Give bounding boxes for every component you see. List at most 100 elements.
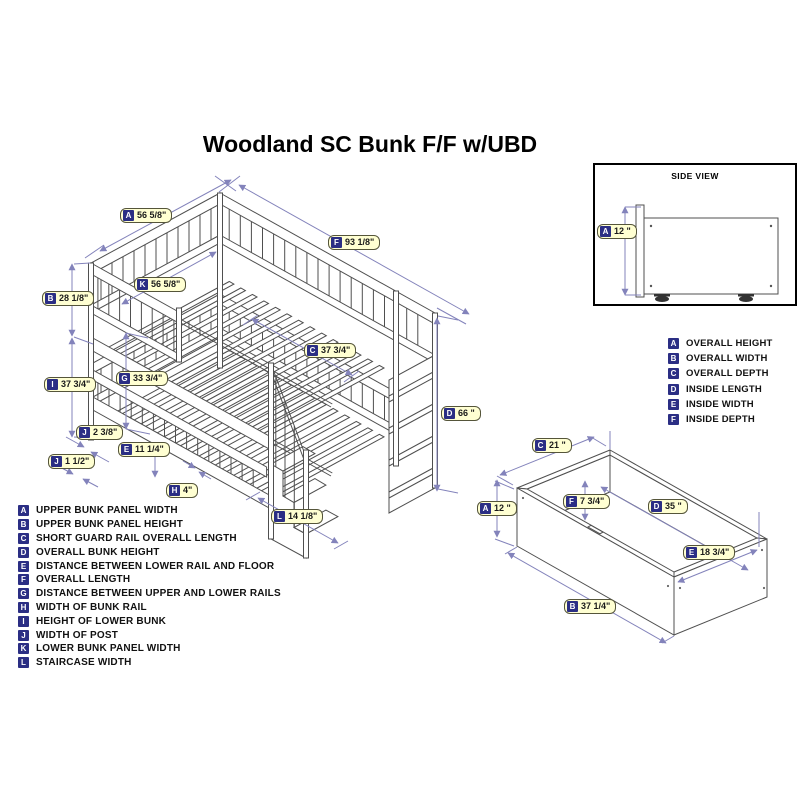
dim-letter-badge: E (121, 444, 132, 455)
dim-letter-badge: F (331, 237, 342, 248)
legend-letter-badge: A (668, 338, 679, 350)
dim-value: 21 " (549, 440, 566, 450)
sideview-drawer-body (643, 217, 779, 295)
dim-value: 35 " (665, 501, 682, 511)
legend-row: L STAIRCASE WIDTH (18, 656, 281, 670)
dim-letter-badge: J (79, 427, 90, 438)
legend-letter-badge: C (18, 532, 29, 544)
legend-label: HEIGHT OF LOWER BUNK (36, 615, 167, 627)
dim-letter-badge: C (307, 345, 318, 356)
short-guard-end-post (176, 307, 182, 363)
legend-label: WIDTH OF BUNK RAIL (36, 601, 147, 613)
legend-row: B OVERALL WIDTH (668, 351, 773, 366)
side-view-title: SIDE VIEW (671, 171, 719, 181)
dim-value: 12 " (614, 226, 631, 236)
bed-dim-label-E-rail-to-floor: E 11 1/4" (118, 442, 170, 457)
sideview-screws (649, 224, 773, 288)
lower-front-guard-balusters (97, 382, 254, 487)
legend-row: C SHORT GUARD RAIL OVERALL LENGTH (18, 532, 281, 546)
legend-letter-badge: I (18, 615, 29, 627)
legend-row: D OVERALL BUNK HEIGHT (18, 545, 281, 559)
page-title: Woodland SC Bunk F/F w/UBD (202, 131, 538, 157)
stair-handrail-stringer (270, 363, 307, 466)
legend-letter-badge: C (668, 368, 679, 380)
drawer-dim-label-A-overall-height: A 12 " (477, 501, 517, 516)
dim-value: 2 3/8" (93, 427, 118, 437)
side-view-box: SIDE VIEW (593, 163, 797, 306)
short-guard-rail-balusters (97, 277, 175, 352)
legend-label: WIDTH OF POST (36, 629, 119, 641)
legend-letter-badge: D (668, 383, 679, 395)
legend-letter-badge: E (18, 560, 29, 572)
dim-value: 14 1/8" (288, 511, 318, 521)
legend-label: UPPER BUNK PANEL HEIGHT (36, 519, 184, 531)
bed-dim-label-B-upper-panel-height: B 28 1/8" (42, 291, 95, 306)
legend-label: DISTANCE BETWEEN UPPER AND LOWER RAILS (36, 588, 281, 600)
dim-letter-badge: K (137, 279, 148, 290)
drawer-dim-label-E-inside-width: E 18 3/4" (683, 545, 736, 560)
left-corner-post (88, 262, 94, 441)
bed-dim-label-K-lower-panel-width: K 56 5/8" (134, 277, 187, 292)
dim-value: 56 5/8" (137, 210, 167, 220)
dim-letter-badge: B (45, 293, 56, 304)
dim-letter-badge: A (123, 210, 134, 221)
drawer-dim-label-B-overall-length: B 37 1/4" (564, 599, 617, 614)
drawer-dim-label-C-overall-depth: C 21 " (532, 438, 572, 453)
dim-value: 11 1/4" (135, 444, 164, 454)
legend-label: OVERALL DEPTH (686, 368, 769, 380)
legend-letter-badge: L (18, 657, 29, 669)
legend-label: INSIDE DEPTH (686, 414, 755, 426)
legend-label: INSIDE WIDTH (686, 398, 754, 410)
dim-value: 1 1/2" (65, 456, 90, 466)
legend-letter-badge: A (18, 505, 29, 517)
bed-dim-label-L-staircase-width: L 14 1/8" (271, 509, 324, 524)
legend-label: LOWER BUNK PANEL WIDTH (36, 643, 181, 655)
bed-dim-label-J-post-width-2: J 1 1/2" (48, 454, 96, 469)
dim-letter-badge: A (480, 503, 491, 514)
legend-row: I HEIGHT OF LOWER BUNK (18, 614, 281, 628)
dim-value: 56 5/8" (151, 279, 181, 289)
drawer-screws (521, 496, 766, 590)
stair-newel-post (303, 449, 309, 559)
bed-dim-label-C-short-guard-rail: C 37 3/4" (304, 343, 357, 358)
dim-letter-badge: B (567, 601, 578, 612)
bed-dim-label-G-between-rails: G 33 3/4" (116, 371, 169, 386)
legend-letter-badge: F (668, 414, 679, 426)
dim-letter-badge: L (274, 511, 285, 522)
dim-letter-badge: F (566, 496, 577, 507)
dim-letter-badge: A (600, 226, 611, 237)
legend-letter-badge: J (18, 629, 29, 641)
legend-label: SHORT GUARD RAIL OVERALL LENGTH (36, 532, 237, 544)
bed-dim-label-H-rail-width: H 4" (166, 483, 199, 498)
legend-label: STAIRCASE WIDTH (36, 657, 132, 669)
dim-letter-badge: J (51, 456, 62, 467)
dim-value: 12 " (494, 503, 511, 513)
legend-label: OVERALL BUNK HEIGHT (36, 546, 160, 558)
legend-letter-badge: B (668, 353, 679, 365)
stair-mid-post (393, 290, 399, 467)
legend-label: OVERALL LENGTH (36, 574, 131, 586)
dim-letter-badge: C (535, 440, 546, 451)
dim-letter-badge: H (169, 485, 180, 496)
dim-letter-badge: E (686, 547, 697, 558)
dim-value: 37 3/4" (321, 345, 351, 355)
dim-value: 18 3/4" (700, 547, 730, 557)
bed-dim-label-A-upper-panel-width: A 56 5/8" (120, 208, 173, 223)
legend-letter-badge: D (18, 546, 29, 558)
dim-value: 28 1/8" (59, 293, 89, 303)
legend-label: OVERALL WIDTH (686, 353, 768, 365)
dim-value: 33 3/4" (133, 373, 163, 383)
dim-letter-badge: D (444, 408, 455, 419)
sideview-casters (654, 294, 754, 302)
legend-letter-badge: E (668, 398, 679, 410)
legend-letter-badge: F (18, 574, 29, 586)
